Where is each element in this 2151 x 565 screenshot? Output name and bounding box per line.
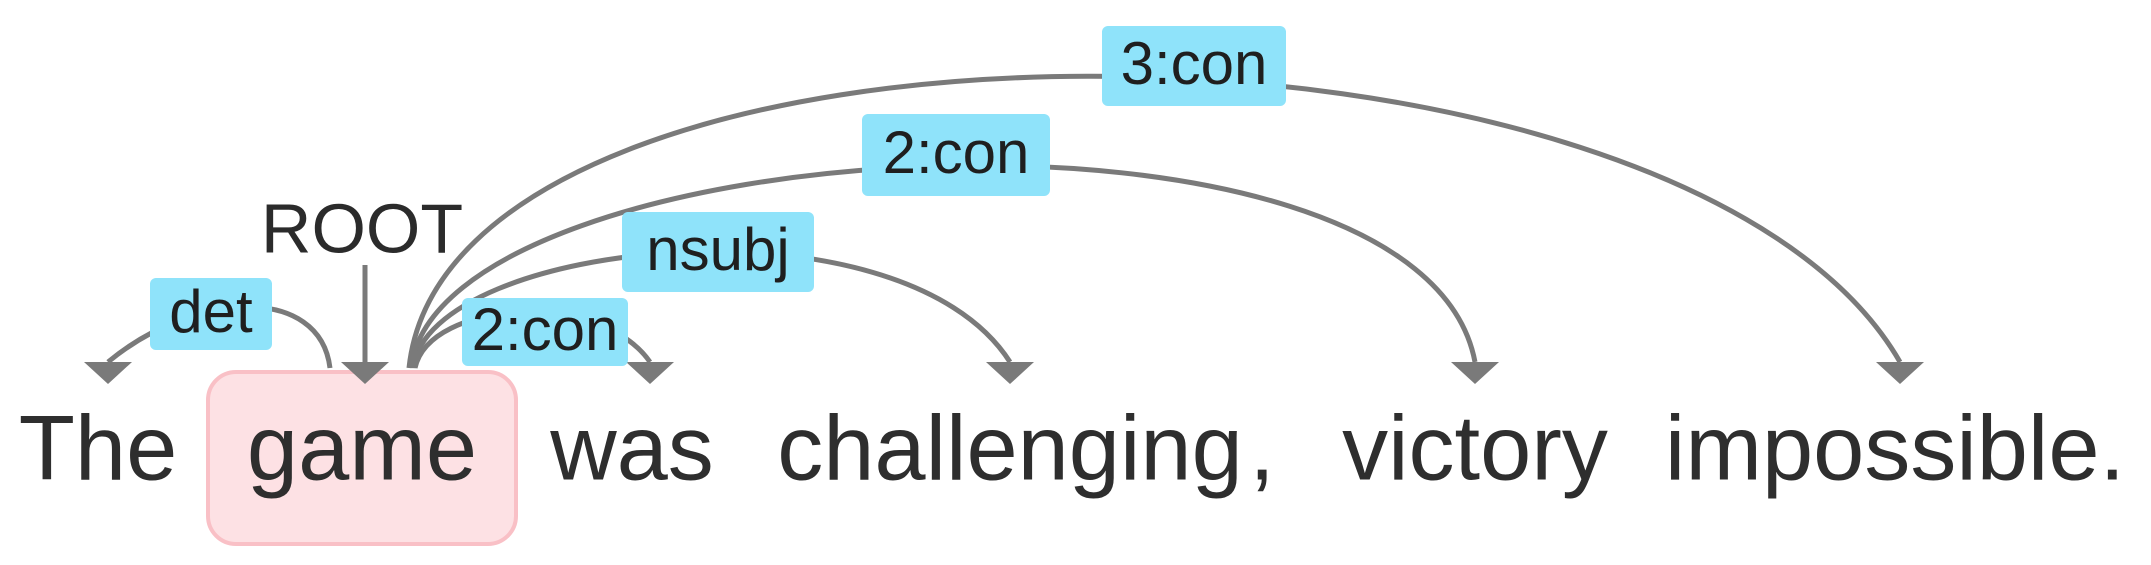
token-was: was (549, 397, 714, 499)
token-challenging: challenging (777, 397, 1242, 499)
token-impossible: impossible. (1665, 397, 2125, 499)
arc-label-text: det (169, 278, 253, 345)
arc-label-text: nsubj (646, 216, 789, 283)
arc-label-text: 2:con (883, 119, 1030, 186)
arc-label-3con: 3:con (1102, 26, 1286, 106)
token-victory: victory (1342, 397, 1608, 499)
root-arrow (341, 265, 389, 384)
arc-label-nsubj: nsubj (622, 212, 814, 292)
token-the: The (19, 397, 178, 499)
arc-label-2con-was: 2:con (462, 296, 628, 366)
arc-label-text: 2:con (472, 296, 619, 363)
token-game-head: game (247, 397, 477, 499)
arc-3con (406, 73, 1924, 384)
token-comma: , (1249, 397, 1275, 499)
arc-label-2con-victory: 2:con (862, 114, 1050, 196)
arc-label-det: det (150, 278, 272, 350)
root-label: ROOT (261, 189, 463, 267)
arc-label-text: 3:con (1121, 30, 1268, 97)
